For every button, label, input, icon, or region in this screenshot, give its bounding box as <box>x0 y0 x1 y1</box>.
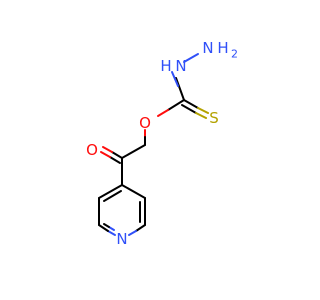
ring-bond-3a <box>135 224 146 232</box>
atom-n-terminal: N <box>202 39 213 57</box>
bond-nh-c <box>175 77 185 101</box>
bond-c-s-b1 <box>181 104 197 114</box>
bond-c-s-b2 <box>195 112 207 119</box>
atom-labels: N H 2 N H O S O N <box>86 39 238 248</box>
bond-nh-c-n-part <box>171 71 179 87</box>
bond-c-oester-a <box>167 99 185 111</box>
bond-co-a2 <box>102 146 113 153</box>
bond-n-n <box>183 53 199 63</box>
atom-n-amide: N <box>175 57 186 75</box>
bond-co-b1 <box>109 156 121 164</box>
molecule-diagram: N H 2 N H O S O N <box>86 39 238 248</box>
bonds <box>98 53 209 236</box>
ring-bond-4b <box>98 224 109 232</box>
ring-bond-4-inner-b <box>103 223 110 228</box>
atom-s-thione: S <box>209 109 219 127</box>
bond-c-oester-b <box>157 109 169 117</box>
ring-bond-4a <box>107 230 116 236</box>
bond-ch2-cco <box>121 144 146 159</box>
atom-n-pyridine: N <box>116 230 127 248</box>
bond-co-b2 <box>100 151 111 158</box>
bond-c-s-a2 <box>197 107 209 114</box>
atom-h-amide: H <box>160 57 171 75</box>
ring-bond-3b <box>128 230 137 236</box>
bond-co-a1 <box>111 151 123 159</box>
atom-o-ester: O <box>139 114 151 132</box>
bond-c-s-a1 <box>183 99 199 109</box>
atom-o-carbonyl: O <box>86 141 98 159</box>
atom-h-subscript: 2 <box>231 48 238 61</box>
ring-bond-1 <box>121 184 146 199</box>
ring-bond-6-inner <box>103 190 122 202</box>
atom-h-terminal: H <box>217 39 228 57</box>
ring-bond-6 <box>98 184 123 199</box>
structure-svg: N H 2 N H O S O N <box>86 39 238 248</box>
